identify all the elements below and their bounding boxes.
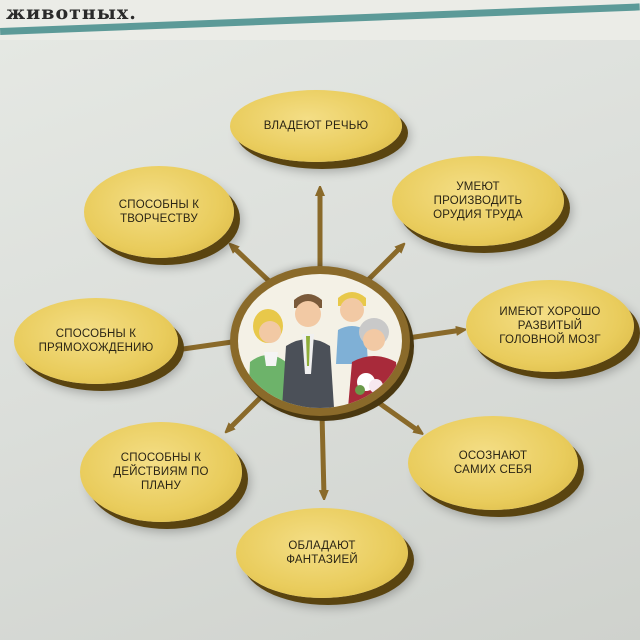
oval-fantasy: ОБЛАДАЮТ ФАНТАЗИЕЙ (236, 508, 408, 598)
arrow-up-left (232, 246, 272, 284)
arrow-left (176, 339, 233, 350)
oval-label-upright: СПОСОБНЫ К ПРЯМОХОЖДЕНИЮ (38, 328, 154, 354)
header-text: животных. (6, 2, 137, 24)
oval-tools: УМЕЮТ ПРОИЗВОДИТЬ ОРУДИЯ ТРУДА (392, 156, 564, 246)
oval-upright: СПОСОБНЫ К ПРЯМОХОЖДЕНИЮ (14, 298, 178, 384)
arrow-right (407, 330, 462, 341)
oval-brain: ИМЕЮТ ХОРОШО РАЗВИТЫЙ ГОЛОВНОЙ МОЗГ (466, 280, 634, 372)
oval-label-self: ОСОЗНАЮТ САМИХ СЕБЯ (453, 450, 533, 476)
oval-label-speech: ВЛАДЕЮТ РЕЧЬЮ (263, 120, 369, 132)
center-frame (230, 266, 410, 416)
arrow-up-right (366, 246, 402, 282)
oval-speech: ВЛАДЕЮТ РЕЧЬЮ (230, 90, 402, 162)
family-illustration (238, 274, 402, 408)
arrow-down (322, 413, 324, 496)
oval-plan: СПОСОБНЫ К ДЕЙСТВИЯМ ПО ПЛАНУ (80, 422, 242, 522)
oval-creative: СПОСОБНЫ К ТВОРЧЕСТВУ (84, 166, 234, 258)
oval-self: ОСОЗНАЮТ САМИХ СЕБЯ (408, 416, 578, 510)
woman-figure (248, 309, 292, 408)
oval-label-fantasy: ОБЛАДАЮТ ФАНТАЗИЕЙ (286, 540, 358, 566)
arrow-down-left (228, 394, 264, 430)
man-figure (282, 294, 334, 408)
oval-label-plan: СПОСОБНЫ К ДЕЙСТВИЯМ ПО ПЛАНУ (113, 452, 209, 492)
oval-label-brain: ИМЕЮТ ХОРОШО РАЗВИТЫЙ ГОЛОВНОЙ МОЗГ (499, 306, 601, 346)
oval-label-tools: УМЕЮТ ПРОИЗВОДИТЬ ОРУДИЯ ТРУДА (433, 181, 523, 221)
oval-label-creative: СПОСОБНЫ К ТВОРЧЕСТВУ (118, 199, 200, 225)
arrow-down-right (370, 395, 420, 432)
